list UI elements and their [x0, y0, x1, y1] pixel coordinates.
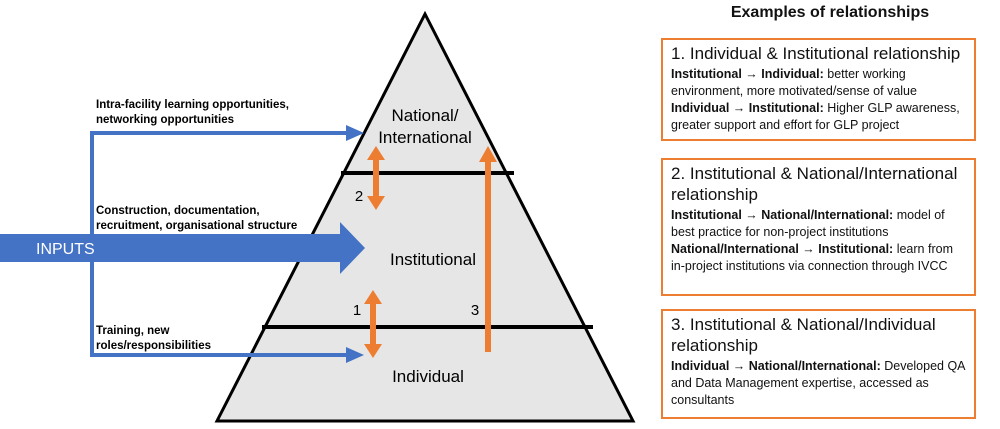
branch-bottom-line2: roles/responsibilities	[96, 340, 211, 352]
relationship-arrow-2	[367, 146, 385, 210]
example-box-3: 3. Institutional & National/Individual r…	[661, 309, 976, 419]
inputs-label: INPUTS	[36, 241, 95, 258]
relationship-arrow-3	[479, 146, 497, 352]
arrow-label-3: 3	[471, 302, 479, 319]
arrow-label-1: 1	[353, 302, 361, 319]
branch-top-line2: networking opportunities	[96, 114, 234, 126]
branch-middle-line1: Construction, documentation,	[96, 205, 260, 217]
relationship-arrow-1	[364, 290, 382, 358]
example-relation: Individual → Institutional: Higher GLP a…	[671, 101, 960, 132]
pyramid	[214, 10, 636, 423]
input-arrow-bottom-head	[346, 347, 364, 363]
example-box-1: 1. Individual & Institutional relationsh…	[661, 38, 976, 141]
level-national-line2: International	[378, 128, 472, 147]
pyramid-diagram: National/ International Institutional In…	[0, 10, 636, 423]
arrow-label-2: 2	[355, 188, 363, 205]
branch-top-line1: Intra-facility learning opportunities,	[96, 99, 289, 111]
level-individual: Individual	[392, 367, 464, 386]
example-relation: National/International → Institutional: …	[671, 242, 953, 273]
examples-title: Examples of relationships	[730, 4, 930, 21]
example-heading: 1. Individual & Institutional relationsh…	[671, 44, 961, 63]
level-institutional: Institutional	[390, 250, 476, 269]
example-heading: 2. Institutional & National/Internationa…	[671, 164, 958, 204]
example-relation: Institutional → National/International: …	[671, 208, 945, 239]
input-arrow-top-head	[346, 125, 364, 141]
input-connector	[90, 131, 346, 248]
branch-middle-line2: recruitment, organisational structure	[96, 220, 297, 232]
level-national-line1: National/	[391, 106, 458, 125]
input-connector-bottom	[90, 248, 346, 357]
example-box-2: 2. Institutional & National/Internationa…	[661, 158, 976, 296]
example-heading: 3. Institutional & National/Individual r…	[671, 315, 936, 355]
example-relation: Individual → National/International: Dev…	[671, 359, 965, 407]
inputs-main-arrow	[0, 222, 365, 274]
example-relation: Institutional → Individual: better worki…	[671, 67, 917, 98]
branch-bottom-line1: Training, new	[96, 325, 170, 337]
